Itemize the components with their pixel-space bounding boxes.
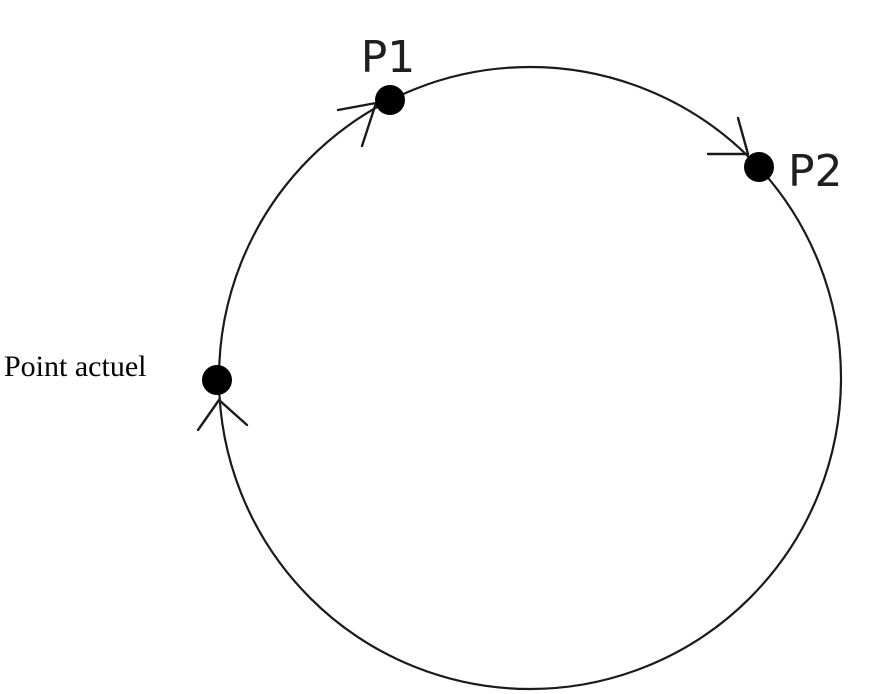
point-p1 [375, 85, 405, 115]
label-current-point: Point actuel [4, 350, 146, 383]
label-p1: P1 [361, 32, 416, 83]
arrow-head-near-p1 [336, 101, 378, 148]
point-p2 [744, 152, 774, 182]
arrow-head-near-p2 [706, 116, 750, 156]
point-current [202, 365, 232, 395]
arrow-head-near-current-point [196, 398, 249, 432]
label-p2: P2 [788, 146, 843, 197]
